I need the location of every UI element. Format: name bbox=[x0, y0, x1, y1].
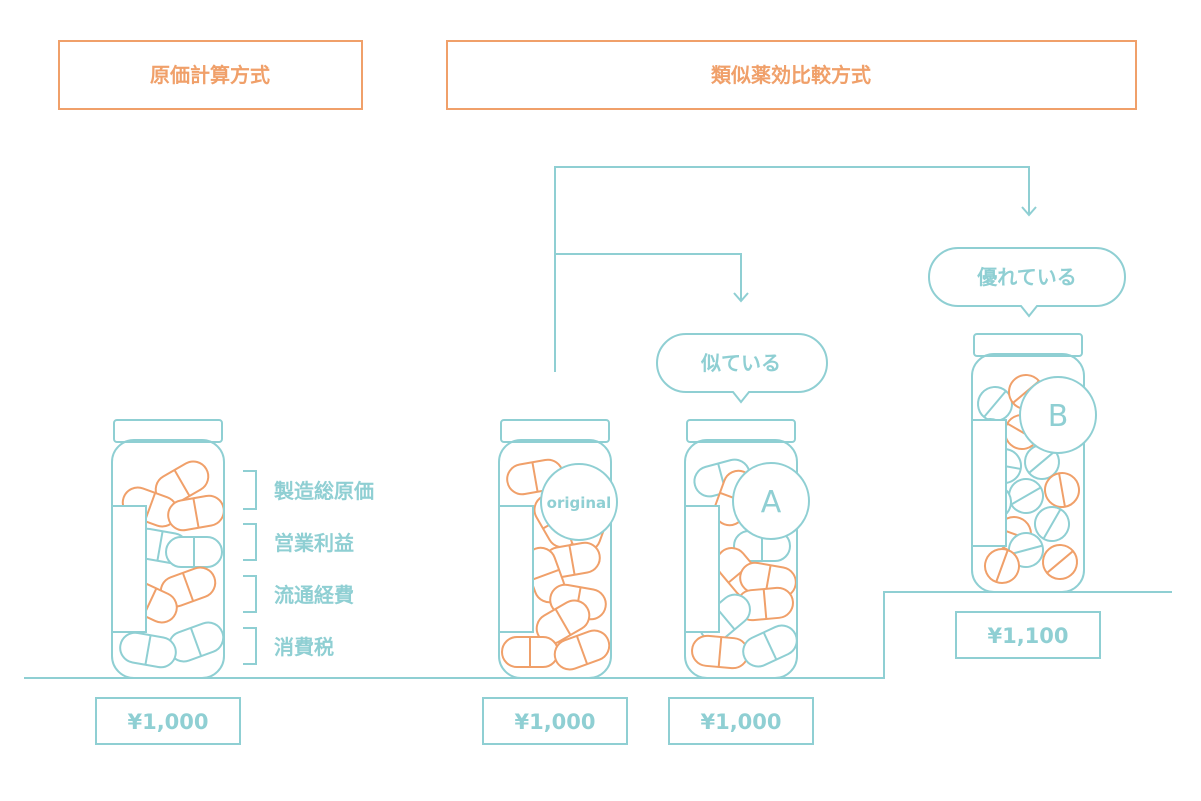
bottle-cap bbox=[686, 419, 796, 443]
bottle-label bbox=[111, 505, 147, 633]
price-b: ¥1,100 bbox=[987, 624, 1068, 648]
superior-bubble-label: 優れている bbox=[976, 265, 1076, 289]
arrow-to-a bbox=[555, 253, 742, 300]
cost-item-manufacturing: 製造総原価 bbox=[274, 479, 374, 503]
capsule-pile bbox=[501, 458, 611, 671]
price-box-b: ¥1,100 bbox=[955, 611, 1101, 659]
price-box-cost-method: ¥1,000 bbox=[95, 697, 241, 745]
cost-item-operating-profit: 営業利益 bbox=[274, 531, 354, 555]
bottle-label bbox=[971, 419, 1007, 547]
price-cost-method: ¥1,000 bbox=[127, 710, 208, 734]
similar-bubble: 似ている bbox=[656, 333, 828, 404]
bottle-cap bbox=[113, 419, 223, 443]
arrow-to-b bbox=[554, 166, 1030, 372]
cost-method-bottle bbox=[111, 419, 225, 679]
similar-bubble-label: 似ている bbox=[700, 351, 781, 375]
arrow-to-a-head bbox=[733, 292, 749, 303]
a-badge-label: A bbox=[761, 485, 782, 520]
comparison-method-header: 類似薬効比較方式 bbox=[446, 40, 1137, 110]
b-bottle: B bbox=[971, 333, 1097, 593]
a-badge bbox=[732, 462, 810, 540]
original-badge-label: original bbox=[547, 494, 612, 512]
comparison-arrows bbox=[554, 166, 1037, 372]
arrow-to-b-head bbox=[1021, 206, 1037, 217]
cost-breakdown: 製造総原価 営業利益 流通経費 消費税 bbox=[243, 470, 374, 665]
price-original: ¥1,000 bbox=[514, 710, 595, 734]
a-bottle: A bbox=[684, 419, 810, 679]
bottle-cap bbox=[973, 333, 1083, 357]
bottle-cap bbox=[500, 419, 610, 443]
superior-bubble: 優れている bbox=[928, 247, 1126, 318]
bottle-label bbox=[684, 505, 720, 633]
b-badge bbox=[1019, 376, 1097, 454]
cost-item-distribution: 流通経費 bbox=[274, 583, 354, 607]
cost-method-header: 原価計算方式 bbox=[58, 40, 363, 110]
comparison-method-header-label: 類似薬効比較方式 bbox=[711, 63, 871, 87]
bottle-label bbox=[498, 505, 534, 633]
price-box-original: ¥1,000 bbox=[482, 697, 628, 745]
cost-item-consumption-tax: 消費税 bbox=[274, 635, 334, 659]
original-bottle: original bbox=[498, 419, 618, 679]
price-a: ¥1,000 bbox=[700, 710, 781, 734]
b-badge-label: B bbox=[1048, 399, 1069, 434]
original-badge bbox=[540, 463, 618, 541]
cost-method-header-label: 原価計算方式 bbox=[150, 63, 270, 87]
price-box-a: ¥1,000 bbox=[668, 697, 814, 745]
